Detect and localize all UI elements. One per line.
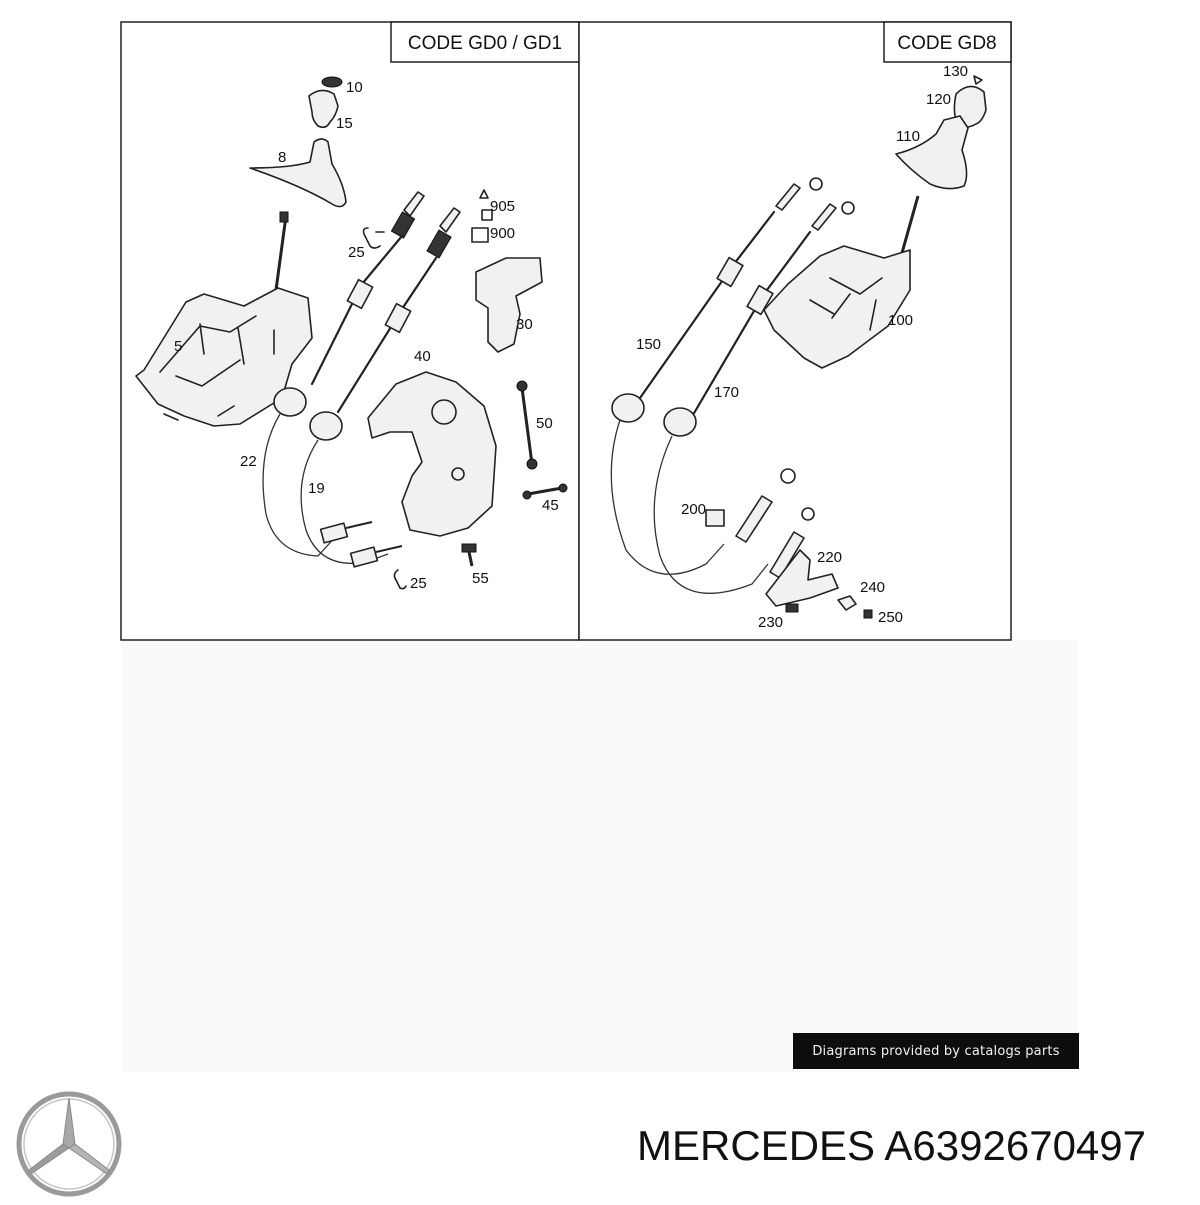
callout-22: 22 (240, 453, 257, 470)
shifter-housing (135, 287, 313, 427)
callout-55: 55 (472, 570, 489, 587)
callout-40: 40 (414, 348, 431, 365)
cable-170-boot (663, 407, 697, 437)
callout-30: 30 (516, 316, 533, 333)
diagram-backdrop (121, 640, 1079, 1072)
panel-left-code: CODE GD0 / GD1 (408, 33, 562, 54)
shift-knob-cap (321, 76, 343, 88)
callout-900: 900 (490, 225, 515, 242)
bracket-sensor (475, 257, 543, 353)
part-number-title: MERCEDES A6392670497 (637, 1122, 1146, 1169)
callout-50: 50 (536, 415, 553, 432)
cable-19-upper (336, 256, 438, 414)
callout-905: 905 (490, 198, 515, 215)
callout-45: 45 (542, 497, 559, 514)
panel-right-code: CODE GD8 (897, 33, 996, 54)
callout-100: 100 (888, 312, 913, 329)
cable-19-lower (300, 439, 389, 564)
shift-rod-tip (279, 211, 289, 223)
selector-lever-pivot (451, 467, 465, 481)
adjuster-150-eye (780, 468, 796, 484)
callout-220: 220 (817, 549, 842, 566)
credit-badge: Diagrams provided by catalogs parts (793, 1033, 1079, 1069)
callout-250: 250 (878, 609, 903, 626)
link-45-end (522, 490, 532, 500)
mercedes-star-icon (16, 1091, 122, 1197)
cable-end-upper-1 (403, 191, 425, 217)
cable-22-lower (262, 413, 339, 557)
callout-150: 150 (636, 336, 661, 353)
callout-120: 120 (926, 91, 951, 108)
cable-clip-lower (393, 569, 407, 590)
bracket-220 (765, 549, 839, 607)
nut-250 (863, 609, 873, 619)
shift-rod (274, 215, 288, 291)
panel-left-code-box (390, 21, 580, 63)
cable-19-boot (309, 411, 343, 441)
link-rod-end-bottom (526, 458, 538, 470)
cable-150-grommet (716, 256, 744, 288)
bolt-230 (785, 603, 799, 613)
adjuster-170 (769, 531, 805, 579)
callout-25-upper: 25 (348, 244, 365, 261)
cable-22-grommet (346, 278, 374, 310)
cable-19-end (349, 546, 379, 568)
selector-lever-bore (431, 399, 457, 425)
cable-22-pin (345, 521, 373, 529)
cable-170-grommet (746, 284, 774, 316)
adjuster-150 (735, 495, 773, 543)
shift-knob (308, 89, 339, 129)
cable-150-boot (611, 393, 645, 423)
cable-22-boot (273, 387, 307, 417)
callout-130: 130 (943, 63, 968, 80)
cable-end-170-top (811, 203, 837, 231)
callout-170: 170 (714, 384, 739, 401)
cable-150-ring (809, 177, 823, 191)
cable-170-lower (653, 435, 769, 594)
clip-240 (837, 595, 857, 611)
link-rod (520, 387, 534, 465)
shifter-housing-100-ribs (809, 277, 883, 331)
panel-right: CODE GD8 (578, 21, 1012, 641)
cable-170-ring (841, 201, 855, 215)
callout-8: 8 (278, 149, 286, 166)
panel-right-code-box (883, 21, 1012, 63)
callout-19: 19 (308, 480, 325, 497)
panel-left: CODE GD0 / GD1 (120, 21, 580, 641)
knob-cap-130 (973, 75, 983, 85)
link-45 (527, 486, 563, 496)
shift-boot (249, 138, 347, 208)
callout-25-lower: 25 (410, 575, 427, 592)
cable-end-sleeve-1 (390, 211, 416, 239)
cable-150-lower (610, 419, 725, 575)
cable-end-150-top (775, 183, 801, 211)
adjuster-170-eye (801, 507, 815, 521)
bolt-shank (467, 551, 474, 567)
cable-19-grommet (384, 302, 412, 334)
cable-19-pin (375, 545, 403, 553)
shift-boot-110 (895, 115, 969, 190)
callout-10: 10 (346, 79, 363, 96)
link-rod-end-top (516, 380, 528, 392)
link-45-end-2 (558, 483, 568, 493)
callout-230: 230 (758, 614, 783, 631)
callout-200: 200 (681, 501, 706, 518)
callout-15: 15 (336, 115, 353, 132)
callout-5: 5 (174, 338, 182, 355)
callout-110: 110 (896, 128, 920, 145)
shifter-housing-ribs (159, 315, 275, 421)
retaining-clip (362, 227, 385, 249)
shift-rod-right (898, 195, 920, 261)
cable-end-sleeve-2 (426, 229, 452, 259)
connector-icons (471, 189, 493, 243)
cable-22-end (319, 522, 349, 544)
bolt-head (461, 543, 477, 553)
cable-end-upper-2 (439, 207, 461, 233)
callout-240: 240 (860, 579, 885, 596)
bushing-200 (705, 509, 725, 527)
selector-lever (367, 371, 497, 537)
